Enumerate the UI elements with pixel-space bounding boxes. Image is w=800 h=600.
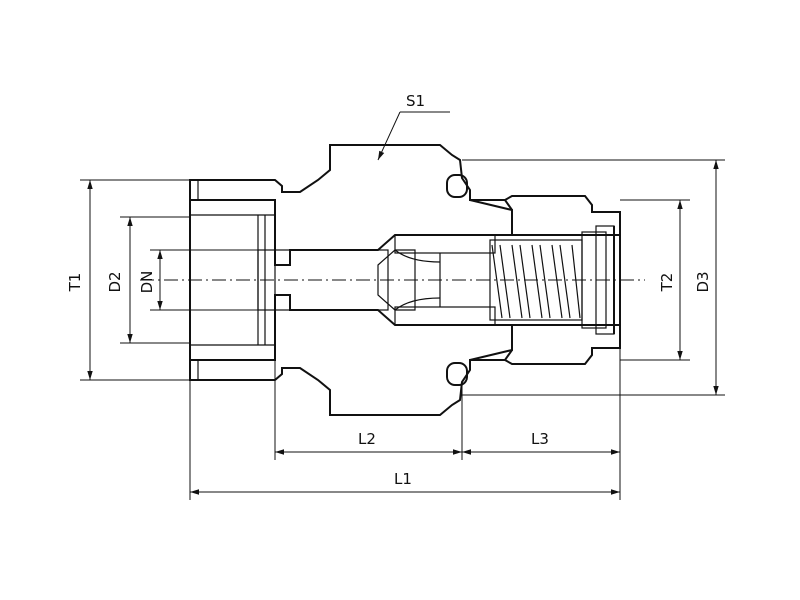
- body-upper-section: [189, 144, 513, 266]
- l3-label: L3: [531, 430, 549, 448]
- cap-lower: [469, 324, 621, 365]
- dn-label: DN: [138, 271, 156, 294]
- o-ring-upper: [446, 174, 468, 198]
- body-lower-section: [189, 294, 513, 416]
- cap-upper: [469, 195, 621, 236]
- t2-label: T2: [658, 273, 676, 293]
- l2-label: L2: [358, 430, 376, 448]
- s1-leader-line: [378, 111, 450, 160]
- spring: [491, 244, 581, 319]
- poppet-seat-curves: [394, 249, 441, 311]
- d2-label: D2: [106, 271, 124, 292]
- dimension-labels: S1 T1 D2 DN T2 D3 L2 L3 L1: [66, 92, 712, 488]
- dimensions: [80, 111, 725, 500]
- d3-label: D3: [694, 271, 712, 292]
- s1-label: S1: [406, 92, 425, 110]
- poppet-housing-bottom: [394, 306, 496, 326]
- o-rings: [446, 174, 468, 386]
- l1-label: L1: [394, 470, 412, 488]
- o-ring-lower: [446, 362, 468, 386]
- t1-label: T1: [66, 273, 84, 293]
- poppet-housing-top: [394, 234, 496, 254]
